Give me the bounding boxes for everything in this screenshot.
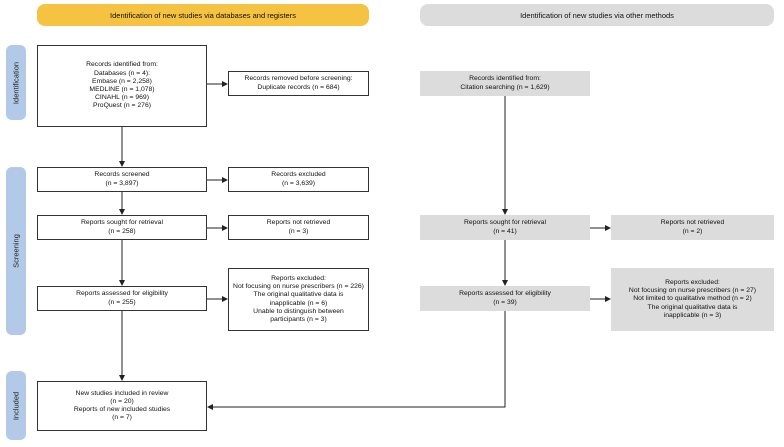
box-text-line: (n = 41) [493,227,517,235]
box-text-line: (n = 3) [288,227,309,235]
other-reports-sought-box: Reports sought for retrieval(n = 41) [420,215,590,240]
box-text-line: Records identified from: [469,75,541,83]
box-text-line: Reports sought for retrieval [464,219,546,227]
phase-included: Included [6,371,26,440]
box-text-line: (n = 255) [108,298,136,306]
box-text-line: Reports assessed for eligibility [459,290,551,298]
reports-assessed-box: Reports assessed for eligibility(n = 255… [37,286,207,311]
box-text-line: The original qualitative data is [647,303,738,311]
box-text-line: Records identified from: [86,61,158,69]
box-text-line: (n = 39) [493,298,517,306]
box-text-line: The original qualitative data is [253,291,344,299]
other-reports-not-retrieved-box: Reports not retrieved(n = 2) [611,215,774,240]
box-text-line: Duplicate records (n = 684) [257,83,340,91]
box-text-line: (n = 7) [112,414,132,422]
box-text-line: (n = 3,639) [281,179,316,187]
box-text-line: Embase (n = 2,258) [92,77,152,85]
box-text-line: Reports assessed for eligibility [76,290,168,298]
box-text-line: Reports sought for retrieval [81,219,163,227]
box-text-line: (n = 258) [108,227,136,235]
box-text-line: Not focusing on nurse prescribers (n = 2… [233,283,364,291]
box-text-line: Reports not retrieved [660,219,725,227]
box-text-line: New studies included in review [75,389,169,397]
phase-screening: Screening [6,167,26,335]
box-text-line: Records excluded [271,171,326,179]
box-text-line: (n = 20) [110,397,134,405]
records-removed-box: Records removed before screening:Duplica… [228,71,369,96]
box-text-line: MEDLINE (n = 1,078) [89,86,155,93]
reports-not-retrieved-box: Reports not retrieved(n = 3) [228,215,369,240]
box-text-line: participants (n = 3) [270,315,327,323]
box-text-line: ProQuest (n = 276) [93,102,151,110]
box-text-line: Reports excluded: [271,274,326,282]
studies-included-box: New studies included in review(n = 20)Re… [37,381,207,431]
records-excluded-box: Records excluded(n = 3,639) [228,167,369,192]
records-identified-box: Records identified from:Databases (n = 4… [37,45,207,127]
other-reports-assessed-box: Reports assessed for eligibility(n = 39) [420,286,590,311]
databases-header: Identification of new studies via databa… [37,4,369,26]
reports-sought-box: Reports sought for retrieval(n = 258) [37,215,207,240]
box-text-line: Not limited to qualitative method (n = 2… [633,295,752,303]
box-text-line: Unable to distinguish between [253,307,344,315]
other-reports-excluded-box: Reports excluded:Not focusing on nurse p… [611,268,774,331]
box-text-line: Reports of new included studies [73,406,171,413]
box-text-line: Records removed before screening: [244,75,353,83]
phase-identification: Identification [6,45,26,120]
box-text-line: (n = 2) [682,227,703,235]
other-records-identified-box: Records identified from:Citation searchi… [420,71,590,96]
box-text-line: Not focusing on nurse prescribers (n = 2… [628,287,757,295]
box-text-line: Records screened [94,171,150,179]
reports-excluded-box: Reports excluded:Not focusing on nurse p… [228,268,369,331]
box-text-line: CINAHL (n = 969) [95,94,149,102]
box-text-line: inapplicable (n = 6) [269,299,328,307]
arrow-other-assessed-to-included [207,311,506,410]
box-text-line: inapplicable (n = 3) [663,311,722,319]
box-text-line: Databases (n = 4): [93,69,151,77]
records-screened-box: Records screened(n = 3,897) [37,167,207,192]
box-text-line: Reports excluded: [665,278,720,286]
other-methods-header: Identification of new studies via other … [420,4,774,26]
box-text-line: Reports not retrieved [266,219,331,227]
box-text-line: (n = 3,897) [105,179,139,187]
box-text-line: Citation searching (n = 1,629) [460,83,550,91]
